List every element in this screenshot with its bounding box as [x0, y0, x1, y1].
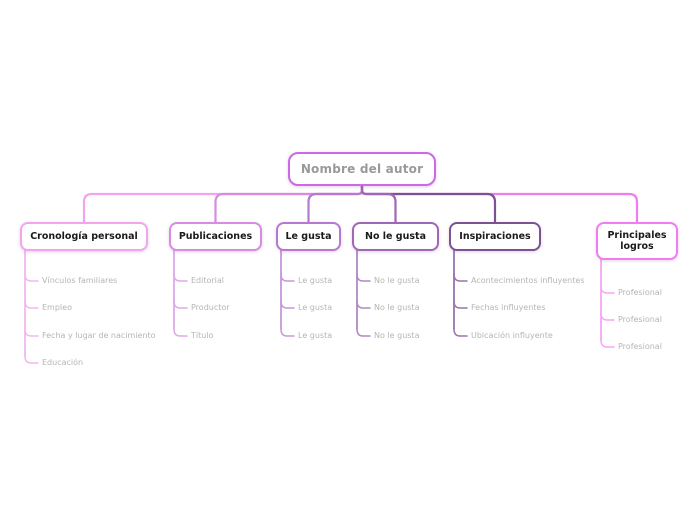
connector-line: [280, 300, 295, 309]
connector-line: [173, 300, 188, 309]
connector-line: [600, 285, 615, 294]
subtopic-no-le-gusta-3[interactable]: No le gusta: [374, 331, 420, 340]
subtopic-fecha-y-lugar-de-nacimiento[interactable]: Fecha y lugar de nacimiento: [42, 331, 156, 340]
subtopic-empleo[interactable]: Empleo: [42, 303, 72, 312]
node-le-gusta[interactable]: Le gusta: [276, 222, 341, 251]
connector-line: [24, 355, 39, 364]
subtopic-productor[interactable]: Productor: [191, 303, 230, 312]
subtopic-le-gusta-3[interactable]: Le gusta: [298, 331, 333, 340]
connector-line: [307, 184, 364, 225]
node-cronologia-personal[interactable]: Cronología personal: [20, 222, 148, 251]
connector-line: [600, 339, 615, 348]
connector-line: [356, 273, 371, 282]
connector-line: [173, 273, 188, 282]
subtopic-le-gusta-1[interactable]: Le gusta: [298, 276, 333, 285]
subtopic-profesional-2[interactable]: Profesional: [618, 315, 662, 324]
subtopic-acontecimientos-influyentes[interactable]: Acontecimientos influyentes: [471, 276, 585, 285]
connector-line: [356, 328, 371, 337]
connector-line: [24, 273, 39, 282]
subtopic-no-le-gusta-1[interactable]: No le gusta: [374, 276, 420, 285]
node-principales-logros[interactable]: Principales logros: [596, 222, 678, 260]
subtopic-le-gusta-2[interactable]: Le gusta: [298, 303, 333, 312]
connector-line: [280, 273, 295, 282]
connector-line: [453, 328, 468, 337]
connector-line: [280, 328, 295, 337]
root-node-nombre-del-autor[interactable]: Nombre del autor: [288, 152, 436, 186]
subtopic-vinculos-familiares[interactable]: Vínculos familiares: [42, 276, 118, 285]
connector-line: [600, 312, 615, 321]
connector-line: [453, 300, 468, 309]
subtopic-ubicacion-influyente[interactable]: Ubicación influyente: [471, 331, 553, 340]
subtopic-profesional-1[interactable]: Profesional: [618, 288, 662, 297]
node-inspiraciones[interactable]: Inspiraciones: [449, 222, 541, 251]
connector-line: [173, 328, 188, 337]
subtopic-no-le-gusta-2[interactable]: No le gusta: [374, 303, 420, 312]
node-publicaciones[interactable]: Publicaciones: [169, 222, 262, 251]
subtopic-editorial[interactable]: Editorial: [191, 276, 225, 285]
subtopic-titulo[interactable]: Título: [191, 331, 214, 340]
node-no-le-gusta[interactable]: No le gusta: [352, 222, 439, 251]
connector-line: [356, 300, 371, 309]
connector-line: [214, 184, 364, 225]
subtopic-educacion[interactable]: Educación: [42, 358, 84, 367]
connector-line: [82, 184, 364, 225]
connector-line: [360, 184, 639, 225]
connector-line: [453, 273, 468, 282]
connector-line: [360, 184, 497, 225]
connector-line: [360, 184, 397, 225]
subtopic-profesional-3[interactable]: Profesional: [618, 342, 662, 351]
connector-line: [24, 328, 39, 337]
subtopic-fechas-influyentes[interactable]: Fechas influyentes: [471, 303, 546, 312]
connector-line: [24, 300, 39, 309]
